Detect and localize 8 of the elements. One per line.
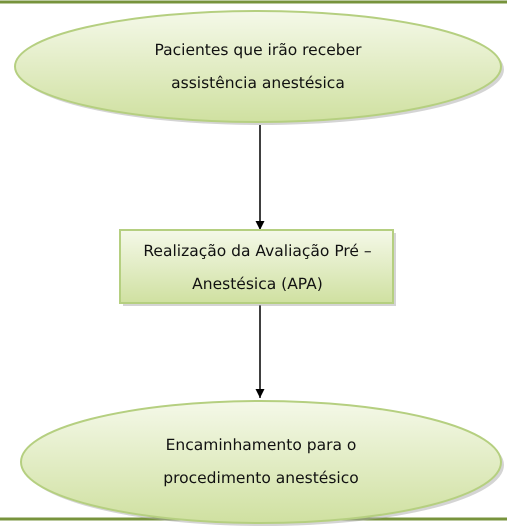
node-text: Pacientes que irão receber assistência anestésica <box>153 40 363 94</box>
arrow <box>256 305 264 398</box>
node-text: Encaminhamento para o procedimento anestésico <box>162 435 360 489</box>
arrow <box>256 125 264 230</box>
node-text: Realização da Avaliação Pré – Anestésica (APA) <box>142 240 373 294</box>
terminal-ellipse <box>12 8 504 125</box>
process-box <box>120 230 395 305</box>
terminal-ellipse <box>18 398 504 526</box>
